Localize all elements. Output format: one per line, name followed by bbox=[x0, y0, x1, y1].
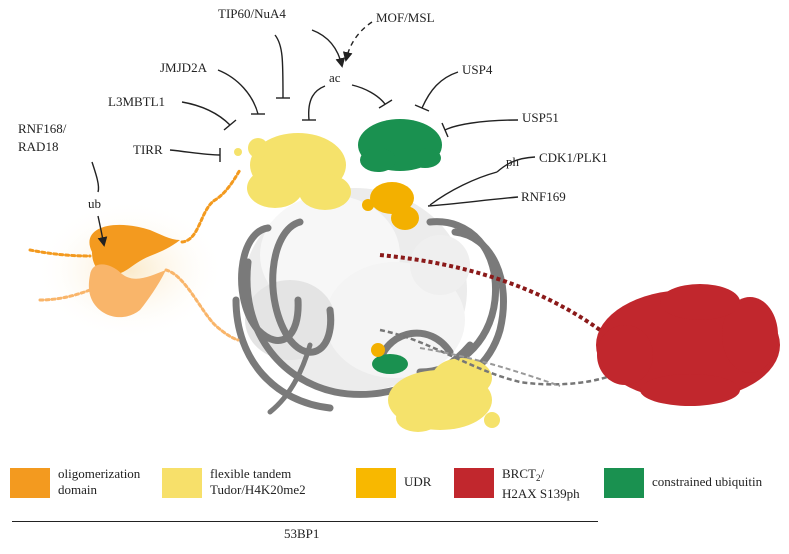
udr-domain bbox=[362, 182, 419, 357]
legend-swatch-udr bbox=[356, 468, 396, 498]
label-tip60: TIP60/NuA4 bbox=[218, 6, 286, 21]
label-ph: ph bbox=[506, 154, 519, 169]
brct-linker-2 bbox=[379, 328, 621, 386]
protein-label: 53BP1 bbox=[284, 526, 320, 541]
legend-brct-line1: BRCT2/ bbox=[502, 466, 545, 483]
protein-span-line bbox=[12, 521, 598, 522]
label-cdk1-plk1: CDK1/PLK1 bbox=[539, 150, 608, 165]
legend-udr-line1: UDR bbox=[404, 474, 432, 489]
label-ac: ac bbox=[329, 70, 341, 85]
tudor-domain bbox=[234, 133, 500, 432]
legend-swatch-ubiquitin bbox=[604, 468, 644, 498]
label-rnf169: RNF169 bbox=[521, 189, 566, 204]
legend-brct-line2: H2AX S139ph bbox=[502, 486, 580, 501]
legend-tudor-line2: Tudor/H4K20me2 bbox=[210, 482, 306, 497]
label-jmjd2a: JMJD2A bbox=[160, 60, 207, 75]
legend-swatch-oligomerization bbox=[10, 468, 50, 498]
oligomerization-linkers bbox=[28, 168, 242, 342]
brct-linker-3 bbox=[419, 347, 561, 387]
brct-domain bbox=[596, 284, 780, 406]
legend-swatch-brct bbox=[454, 468, 494, 498]
legend-oligomerization-line1: oligomerization bbox=[58, 466, 141, 481]
ubiquitin-domain bbox=[358, 119, 442, 374]
oligomerization-domain bbox=[35, 200, 225, 340]
legend-oligomerization-line2: domain bbox=[58, 482, 97, 497]
legend-ubiquitin-line1: constrained ubiquitin bbox=[652, 474, 763, 489]
brct-linker bbox=[379, 253, 602, 332]
legend-swatch-tudor bbox=[162, 468, 202, 498]
label-usp4: USP4 bbox=[462, 62, 493, 77]
label-l3mbtl1: L3MBTL1 bbox=[108, 94, 166, 109]
label-usp51: USP51 bbox=[522, 110, 559, 125]
label-rnf168-line1: RNF168/ bbox=[18, 121, 67, 136]
connector-lines bbox=[91, 21, 536, 247]
label-ub: ub bbox=[88, 196, 101, 211]
label-mof-msl: MOF/MSL bbox=[376, 10, 435, 25]
label-tirr: TIRR bbox=[133, 142, 163, 157]
legend-tudor-line1: flexible tandem bbox=[210, 466, 292, 481]
label-rnf168-line2: RAD18 bbox=[18, 139, 59, 154]
